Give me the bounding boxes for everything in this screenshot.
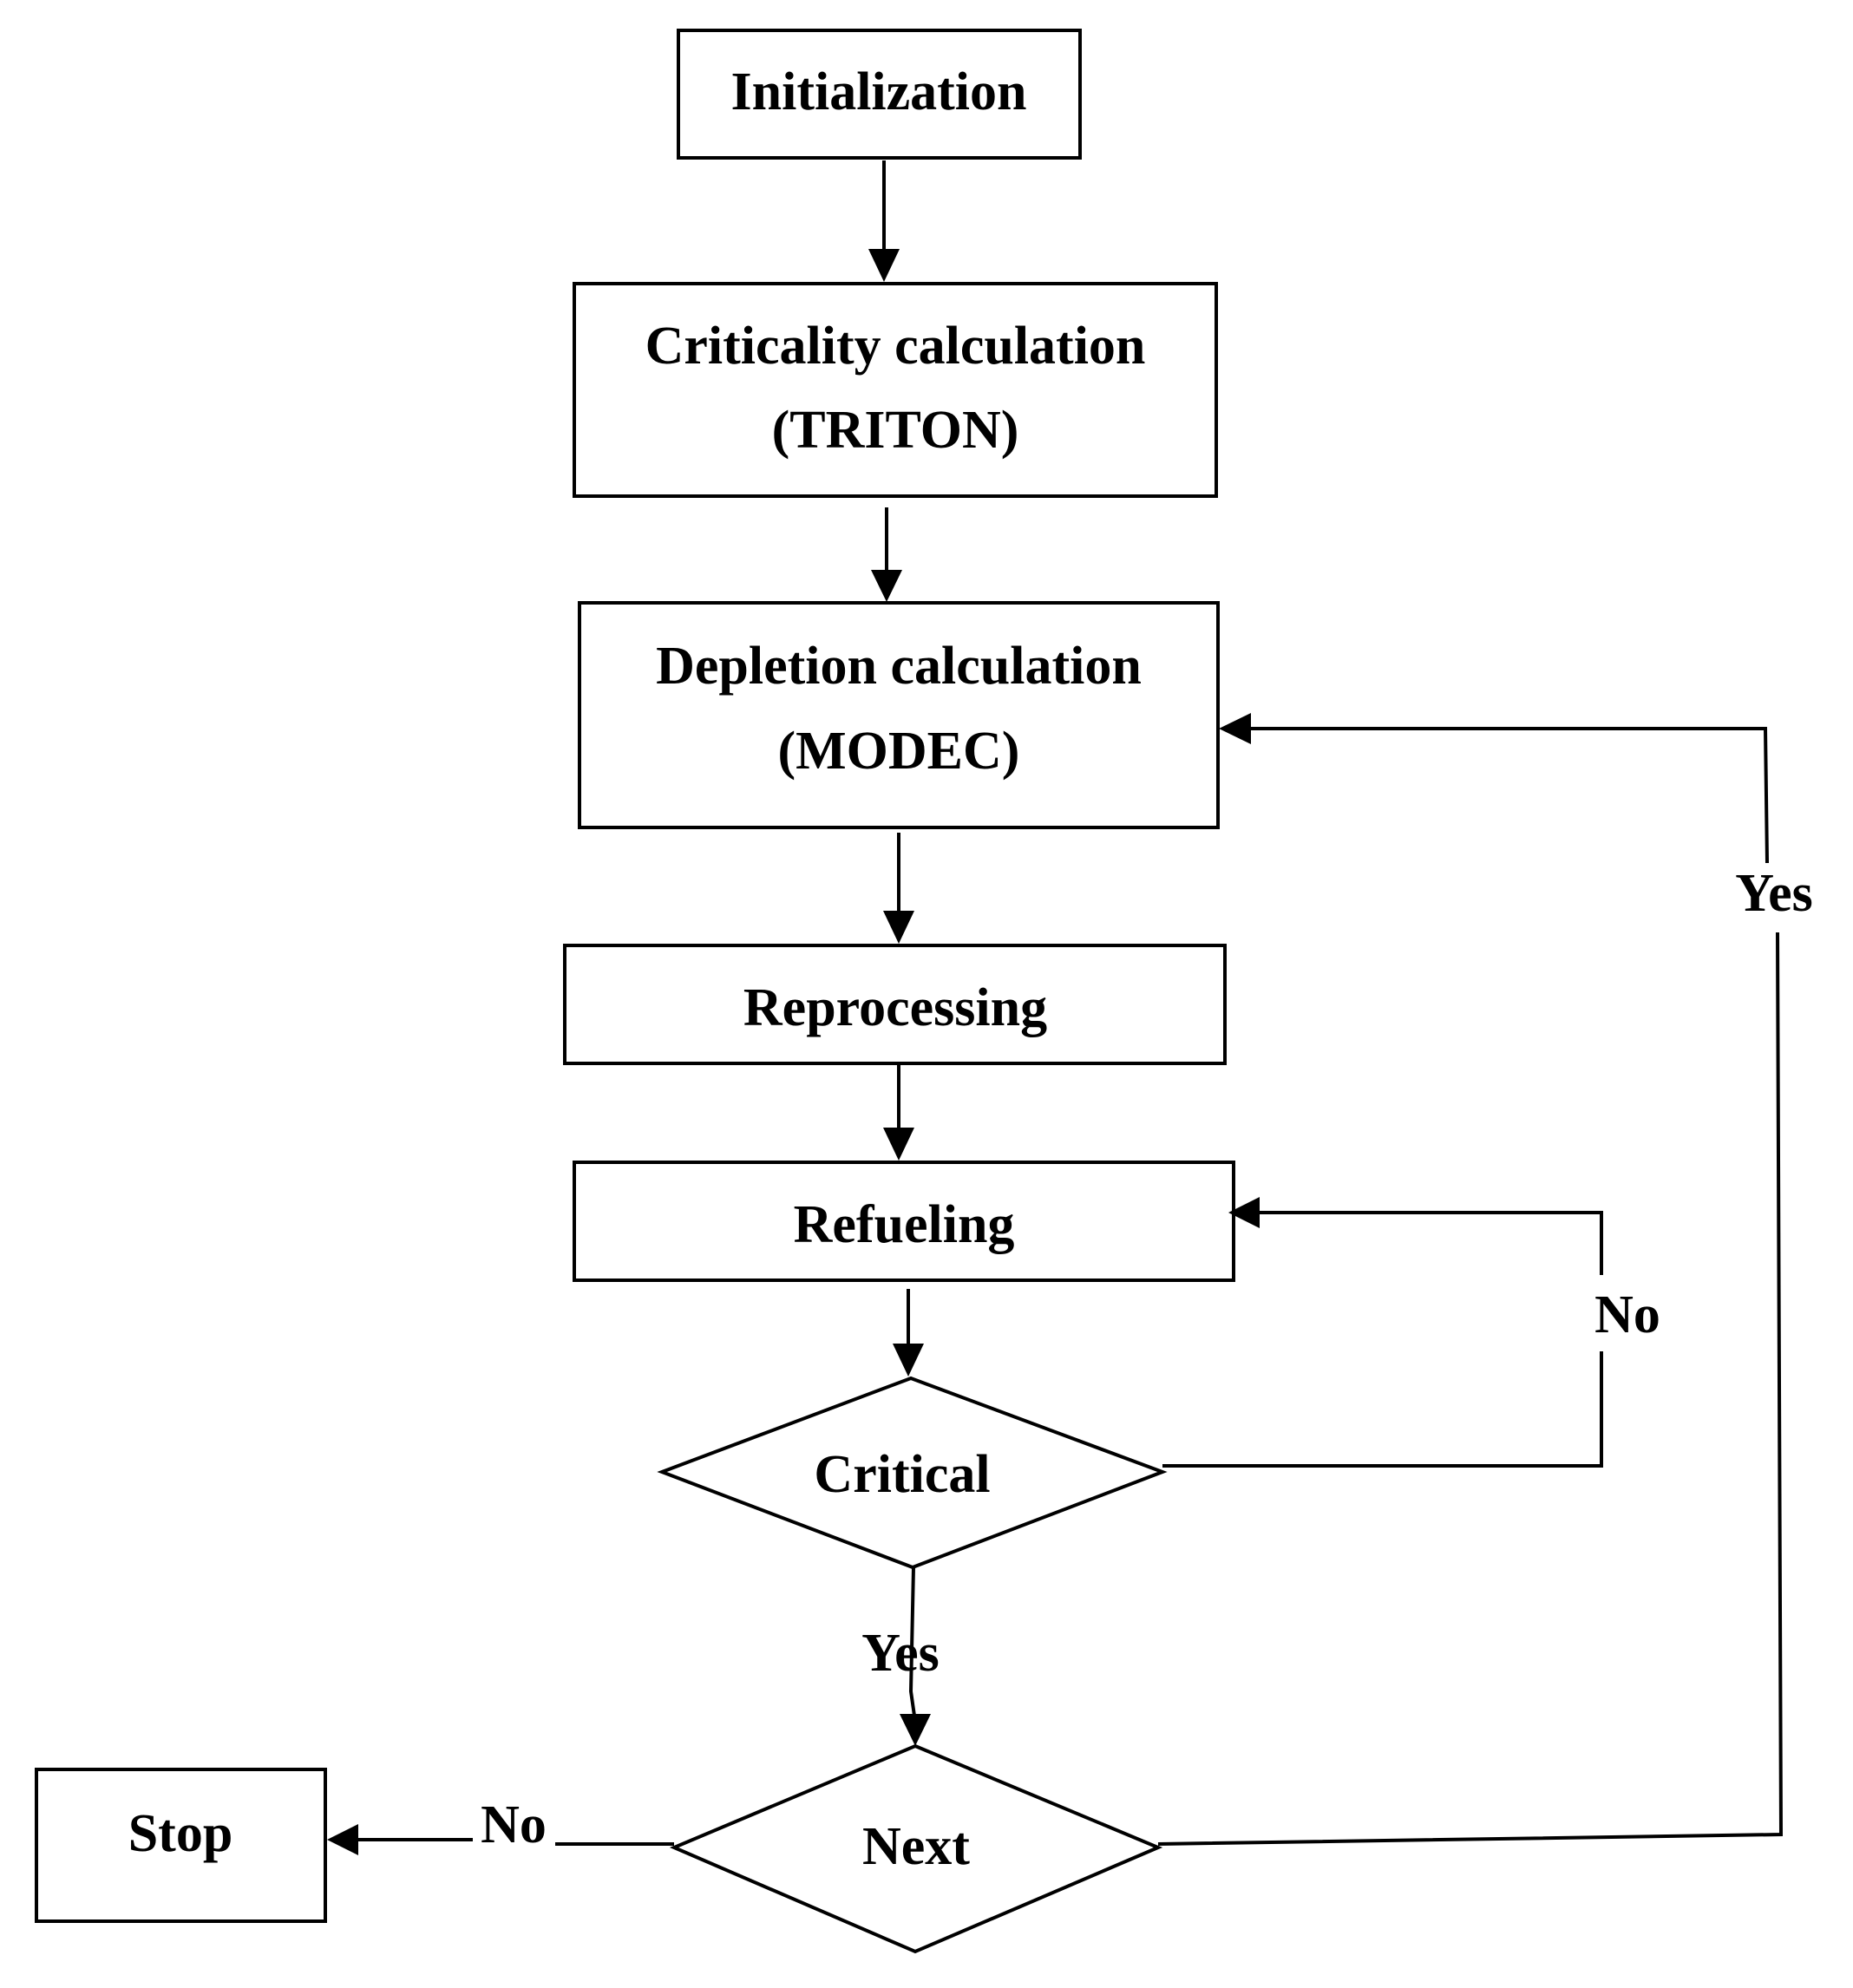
arrow-next-yes-to-depletion [1157,713,1784,1846]
stop-box: Stop [35,1768,327,1923]
reprocessing-box: Reprocessing [563,944,1227,1065]
critical-label: Critical [814,1445,990,1504]
depletion-label-line2: (MODEC) [778,722,1020,781]
arrow-next-no-to-stop [327,1824,674,1855]
next-decision: Next [669,1743,1163,1954]
arrow-critical-yes-to-next [900,1566,931,1746]
arrow-criticality-to-depletion [871,507,902,602]
criticality-label-line2: (TRITON) [772,401,1019,460]
arrow-reprocessing-to-refueling [883,1063,914,1161]
critical-yes-label: Yes [861,1624,940,1683]
critical-no-label: No [1594,1285,1660,1344]
initialization-label: Initialization [730,62,1026,121]
arrow-refueling-to-critical [893,1289,924,1377]
criticality-label-line1: Criticality calculation [645,317,1146,376]
arrow-depletion-to-reprocessing [883,833,914,944]
stop-label: Stop [128,1804,233,1863]
reprocessing-label: Reprocessing [743,978,1047,1037]
critical-decision: Critical [657,1376,1168,1570]
depletion-calculation-box: Depletion calculation (MODEC) [578,601,1220,829]
refueling-label: Refueling [794,1195,1015,1254]
initialization-box: Initialization [677,29,1082,160]
arrow-critical-no-to-refueling [1162,1197,1603,1468]
criticality-calculation-box: Criticality calculation (TRITON) [573,282,1218,498]
next-no-label: No [481,1795,547,1854]
next-label: Next [862,1817,970,1876]
refueling-box: Refueling [573,1161,1235,1282]
depletion-label-line1: Depletion calculation [656,637,1142,696]
arrow-init-to-criticality [868,160,900,282]
next-yes-label: Yes [1735,864,1813,923]
